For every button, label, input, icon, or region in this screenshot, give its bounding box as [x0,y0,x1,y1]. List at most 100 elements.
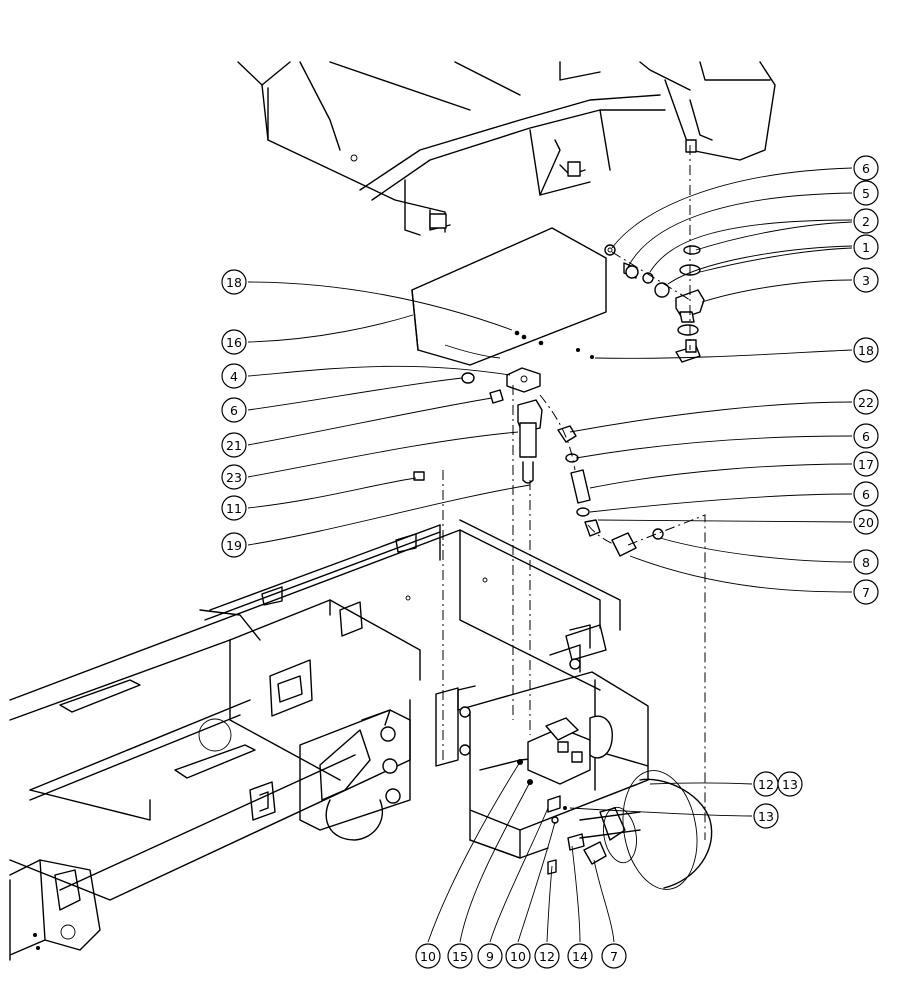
callout-c16: 16 [221,329,247,355]
callout-c14: 14 [567,943,593,969]
callout-number: 19 [226,538,242,553]
callout-number: 6 [230,403,238,418]
callout-c20: 20 [853,509,879,535]
callout-c6a: 6 [853,155,879,181]
callout-circle [753,803,779,829]
callout-circle [853,451,879,477]
callout-c9: 9 [477,943,503,969]
callout-c5: 5 [853,180,879,206]
callout-c1213a: 12 [753,771,779,797]
callout-circle [534,943,560,969]
filter-assembly [413,367,706,840]
callout-c18b: 18 [853,337,879,363]
callout-number: 6 [862,487,870,502]
callout-number: 18 [858,343,874,358]
callout-number: 12 [758,777,774,792]
callout-circle [853,180,879,206]
callout-number: 6 [862,429,870,444]
callout-c6c: 6 [853,423,879,449]
callout-number: 16 [226,335,242,350]
callout-circle [447,943,473,969]
callout-c21: 21 [221,432,247,458]
callout-circle [221,397,247,423]
callout-number: 23 [226,470,242,485]
callout-c6d: 6 [853,481,879,507]
callout-circle [221,329,247,355]
callout-number: 18 [226,275,242,290]
callout-number: 21 [226,438,242,453]
callout-c11: 11 [221,495,247,521]
callout-circle [853,579,879,605]
hitch-assembly [9,709,411,961]
callout-c7a: 7 [853,579,879,605]
callout-number: 15 [452,949,468,964]
callout-circle [853,389,879,415]
callout-number: 20 [858,515,874,530]
callout-c22: 22 [853,389,879,415]
callout-c12: 12 [534,943,560,969]
callout-c8: 8 [853,549,879,575]
callout-number: 9 [486,949,494,964]
callout-circle [853,234,879,260]
hydraulic-reservoir [411,227,607,366]
callout-c2: 2 [853,208,879,234]
callout-number: 7 [862,585,870,600]
callout-number: 4 [230,369,238,384]
callout-number: 8 [862,555,870,570]
callout-number: 14 [572,949,588,964]
callout-number: 1 [862,240,870,255]
callout-circle [221,363,247,389]
callout-circle [853,509,879,535]
callout-circle [221,495,247,521]
main-frame [9,519,621,901]
callout-c13: 13 [753,803,779,829]
callout-c18a: 18 [221,269,247,295]
callout-circle [505,943,531,969]
callout-circle [221,464,247,490]
callout-c23: 23 [221,464,247,490]
callout-c6b: 6 [221,397,247,423]
callout-circle [477,943,503,969]
callout-number: 5 [862,186,870,201]
callout-number: 7 [610,949,618,964]
callout-c3: 3 [853,267,879,293]
callout-c10b: 10 [505,943,531,969]
callout-circle [853,208,879,234]
callout-circle [853,549,879,575]
callout-circle [777,771,803,797]
hopper-assembly [237,61,776,236]
callout-c4: 4 [221,363,247,389]
callout-circle [221,432,247,458]
callout-circle [221,532,247,558]
callout-circle [853,481,879,507]
callout-circle [601,943,627,969]
upper-fittings [604,145,705,363]
callout-number: 6 [862,161,870,176]
callout-number: 22 [858,395,874,410]
callout-c10a: 10 [415,943,441,969]
callout-circle [221,269,247,295]
callout-number: 13 [782,777,798,792]
callout-c17: 17 [853,451,879,477]
callout-circle [853,267,879,293]
callout-circle [853,423,879,449]
callout-circle [567,943,593,969]
callout-c15: 15 [447,943,473,969]
callout-c1213b: 13 [777,771,803,797]
callout-number: 17 [858,457,874,472]
callout-number: 10 [420,949,436,964]
callout-circle [853,337,879,363]
callout-number: 12 [539,949,555,964]
callout-circle [853,155,879,181]
leader-lines [247,167,853,943]
callout-circle [415,943,441,969]
pump-box-and-reel [435,624,713,890]
callout-c7b: 7 [601,943,627,969]
callout-number: 10 [510,949,526,964]
callout-number: 2 [862,214,870,229]
callout-number: 3 [862,273,870,288]
callout-c19: 19 [221,532,247,558]
